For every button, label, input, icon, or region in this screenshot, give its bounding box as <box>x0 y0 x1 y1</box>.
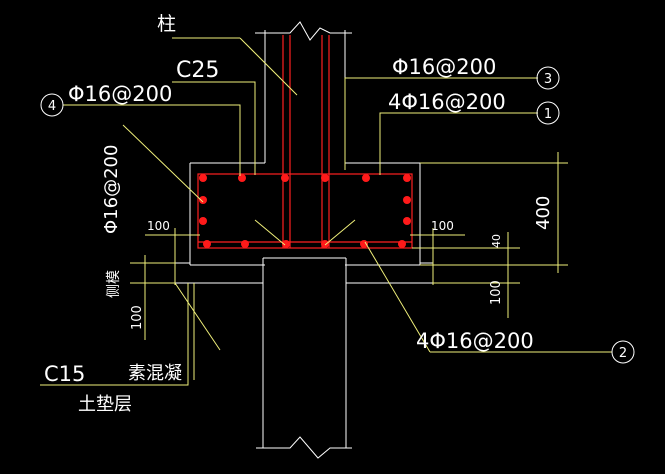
column-label: 柱 <box>157 13 176 35</box>
callout-4-circle <box>40 93 64 117</box>
dim-100-left-label: 100 <box>147 219 170 233</box>
cushion-right <box>420 262 434 283</box>
leader-1 <box>379 112 538 175</box>
side-form-label: 侧模 <box>106 270 122 298</box>
side-bar-4-label: Φ16@200 <box>68 82 172 106</box>
concrete-grade-label: C25 <box>176 58 219 83</box>
c15-label: C15 <box>44 362 85 386</box>
callout-2-label: 2 <box>619 346 627 361</box>
pile-break-line <box>256 436 352 459</box>
cushion-label: 土垫层 <box>78 394 132 415</box>
side-vertical-label: Φ16@200 <box>101 145 122 234</box>
column-break-line <box>255 21 352 41</box>
hint-line-2 <box>324 219 356 246</box>
stirrup-outline <box>197 173 413 249</box>
annotations <box>40 37 612 386</box>
dim-100-lower-right-label: 100 <box>489 280 504 305</box>
cushion-leader-diag <box>174 282 221 351</box>
hint-line-1 <box>254 219 286 246</box>
callout-3-label: 3 <box>544 72 552 87</box>
c15-leader <box>40 283 189 386</box>
c25-leader <box>172 81 256 175</box>
text-labels: 柱 C25 Φ16@200 4Φ16@200 Φ16@200 Φ16@200 1… <box>44 13 554 415</box>
dim-100-right-label: 100 <box>431 219 454 233</box>
rebar-dots <box>199 174 411 248</box>
structure-outline <box>174 21 434 459</box>
side-bar-leader <box>122 124 204 203</box>
column-label-leader <box>239 37 298 96</box>
leader-4 <box>63 104 241 176</box>
plain-concrete-label: 素混凝 <box>128 363 182 384</box>
top-bar-1-label: 4Φ16@200 <box>388 90 506 114</box>
bottom-bar-2-label: 4Φ16@200 <box>416 329 534 353</box>
callout-3-circle <box>536 66 560 90</box>
callout-1-label: 1 <box>544 107 552 122</box>
rebar <box>197 35 413 249</box>
dim-40-label: 40 <box>490 234 503 248</box>
callout-1-circle <box>536 101 560 125</box>
leader-3 <box>344 77 538 170</box>
callout-2-circle <box>611 340 635 364</box>
callout-4-label: 4 <box>48 99 56 114</box>
cushion-left <box>174 262 190 283</box>
bottom-bar-leader <box>364 241 431 353</box>
dim-100-lower-left-label: 100 <box>130 305 145 330</box>
top-bar-3-label: Φ16@200 <box>392 55 496 79</box>
callouts: 3 1 4 2 <box>40 66 635 364</box>
dim-400-label: 400 <box>533 196 554 230</box>
